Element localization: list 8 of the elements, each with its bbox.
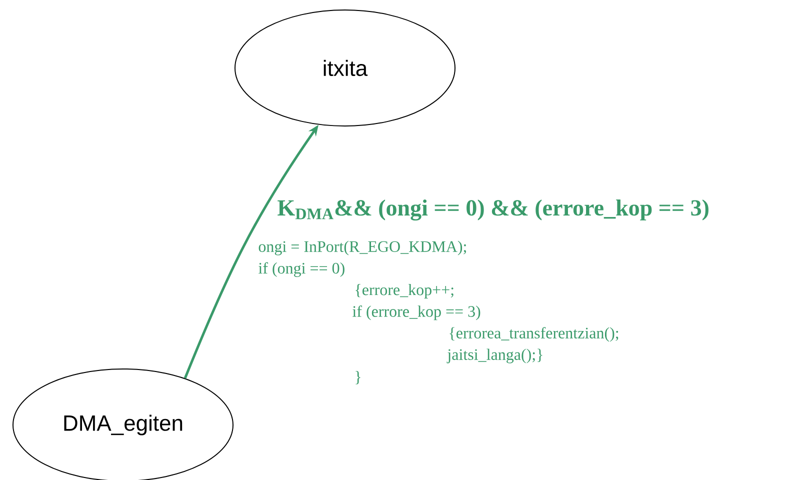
code-line: {errore_kop++;: [356, 284, 454, 298]
code-line: jaitsi_langa();}: [446, 348, 542, 364]
code-line: if (errore_kop == 3): [352, 305, 480, 320]
code-line: }: [356, 370, 360, 384]
transition-guard: K$_{DMA}$&& (ongi == 0) && (errore_kop == 3): [278, 199, 708, 221]
code-line: ongi = InPort(R_EGO_KDMA);: [258, 240, 466, 256]
code-line: {errorea_transferentzian();: [450, 327, 618, 342]
code-line: if (ongi == 0): [258, 262, 344, 277]
